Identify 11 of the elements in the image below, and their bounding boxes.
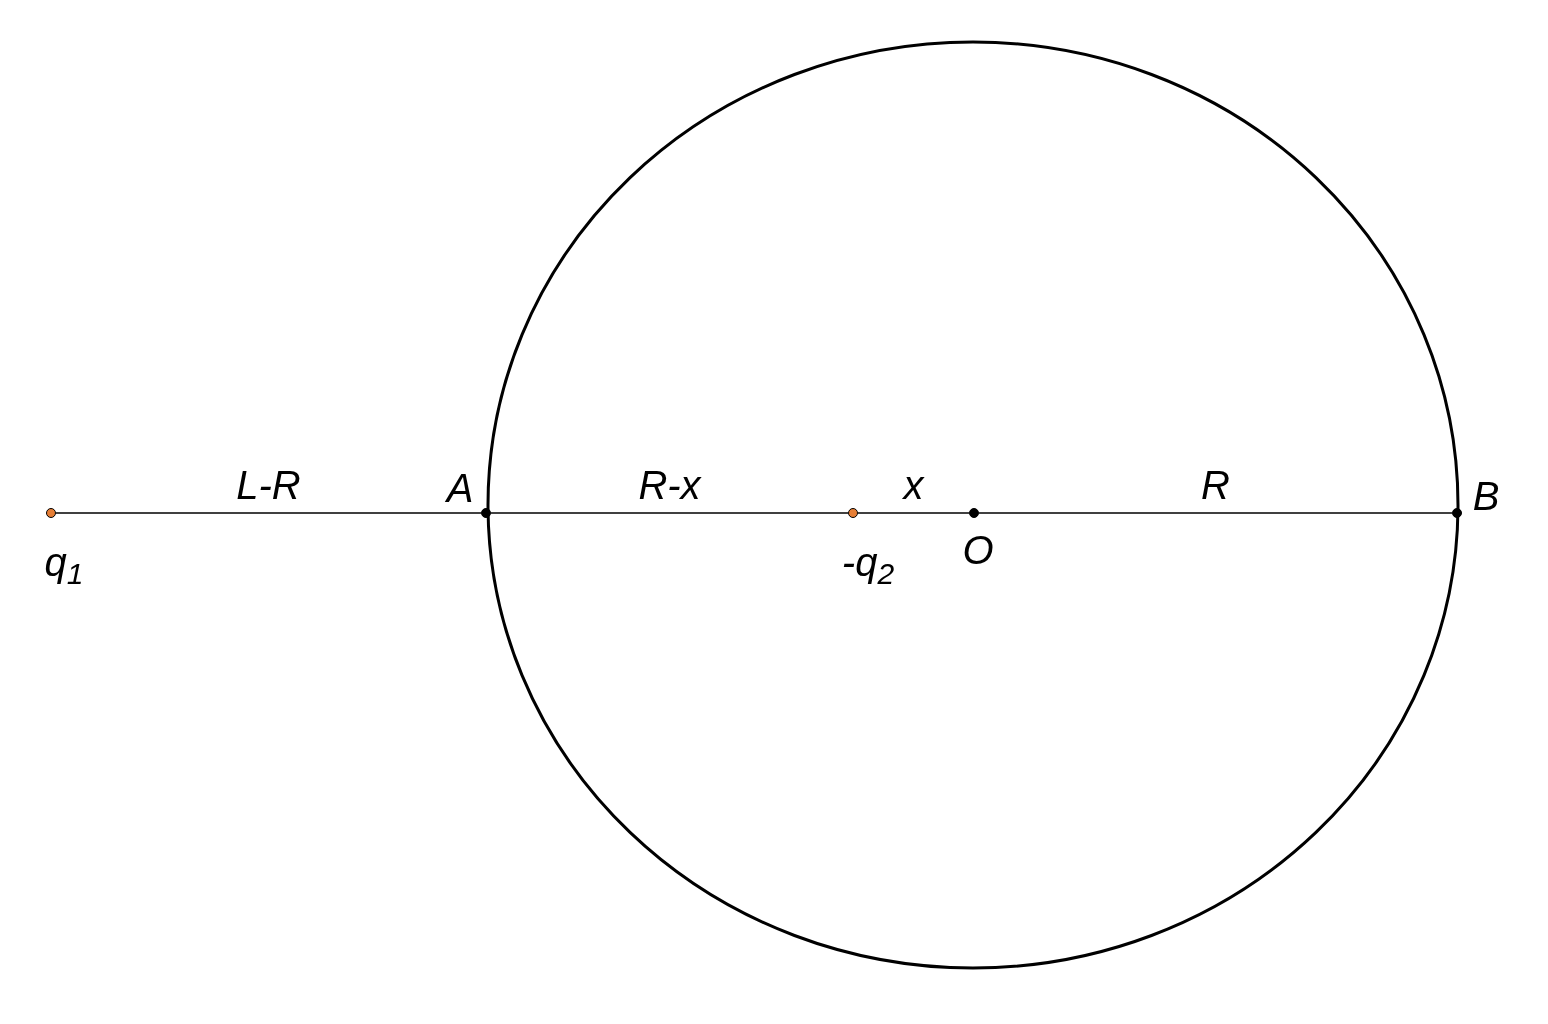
point-label: -q$_{2}$	[841, 542, 895, 582]
charge-point	[848, 508, 858, 518]
line-segment	[978, 512, 1453, 514]
point-label: B	[1472, 476, 1500, 516]
line-segment	[857, 512, 970, 514]
charge-point	[46, 508, 56, 518]
point-label: q$_{1}$	[44, 542, 84, 582]
line-segment	[55, 512, 482, 514]
line-segment	[490, 512, 849, 514]
point-label: O	[962, 530, 994, 570]
point-label: A	[446, 468, 474, 508]
